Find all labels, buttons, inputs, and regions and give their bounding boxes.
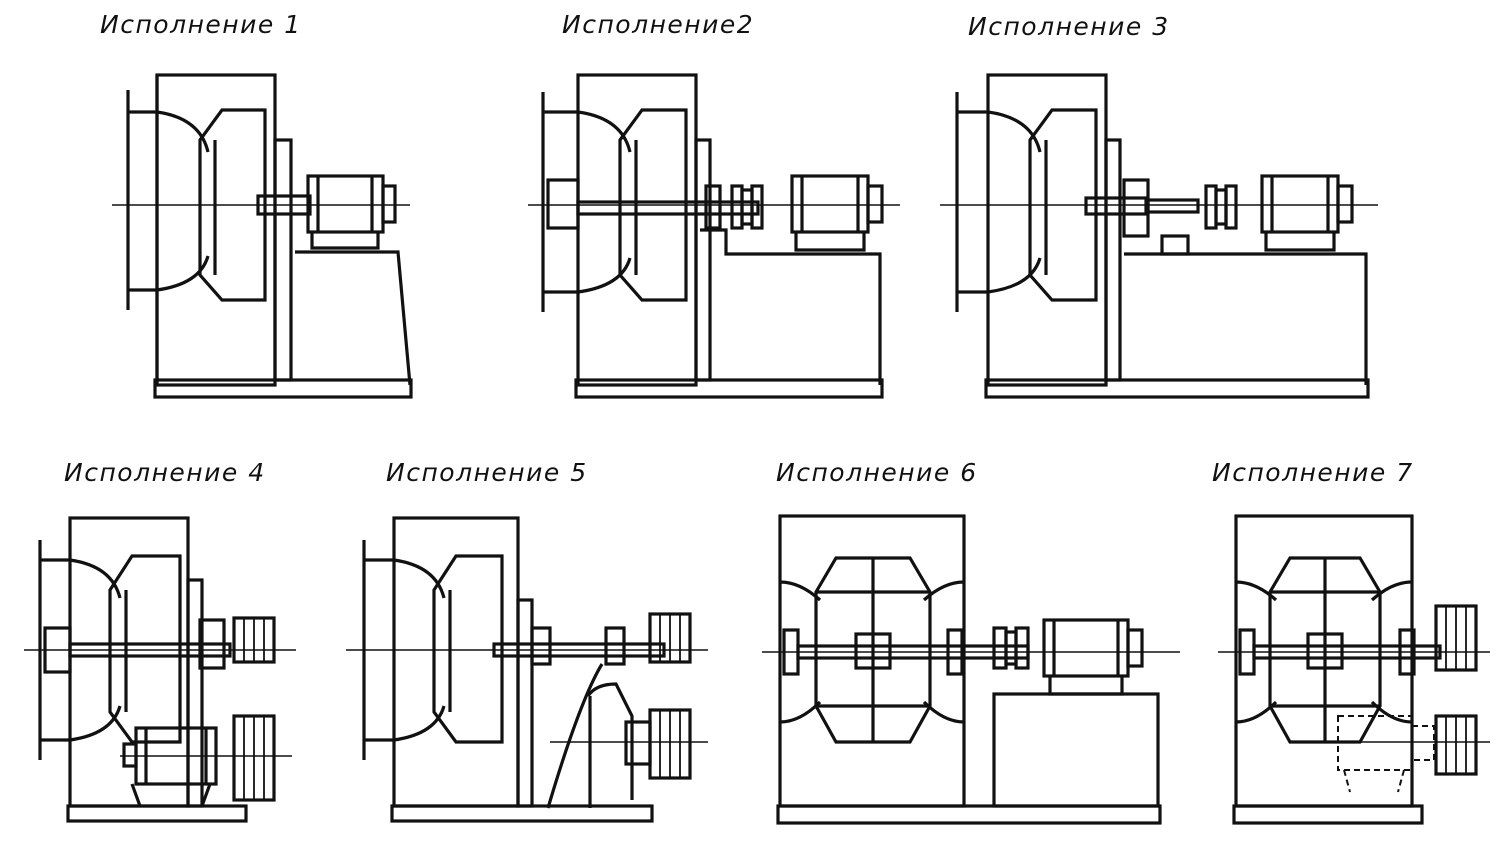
variant-3-drawing [940, 73, 1378, 399]
variant-4-caption: Исполнение 4 [64, 458, 266, 487]
variant-4-drawing [24, 516, 296, 823]
variant-7-drawing [1218, 514, 1490, 825]
variant-2-drawing [528, 73, 900, 399]
variant-3-caption: Исполнение 3 [968, 12, 1170, 41]
variant-1-caption: Исполнение 1 [100, 10, 302, 39]
variant-5-drawing [346, 516, 708, 823]
variant-2-caption: Исполнение2 [562, 10, 755, 39]
variant-5-caption: Исполнение 5 [386, 458, 588, 487]
variant-6-drawing [762, 514, 1180, 825]
variant-7-caption: Исполнение 7 [1212, 458, 1414, 487]
variant-1-drawing [112, 73, 413, 399]
variant-6-caption: Исполнение 6 [776, 458, 978, 487]
